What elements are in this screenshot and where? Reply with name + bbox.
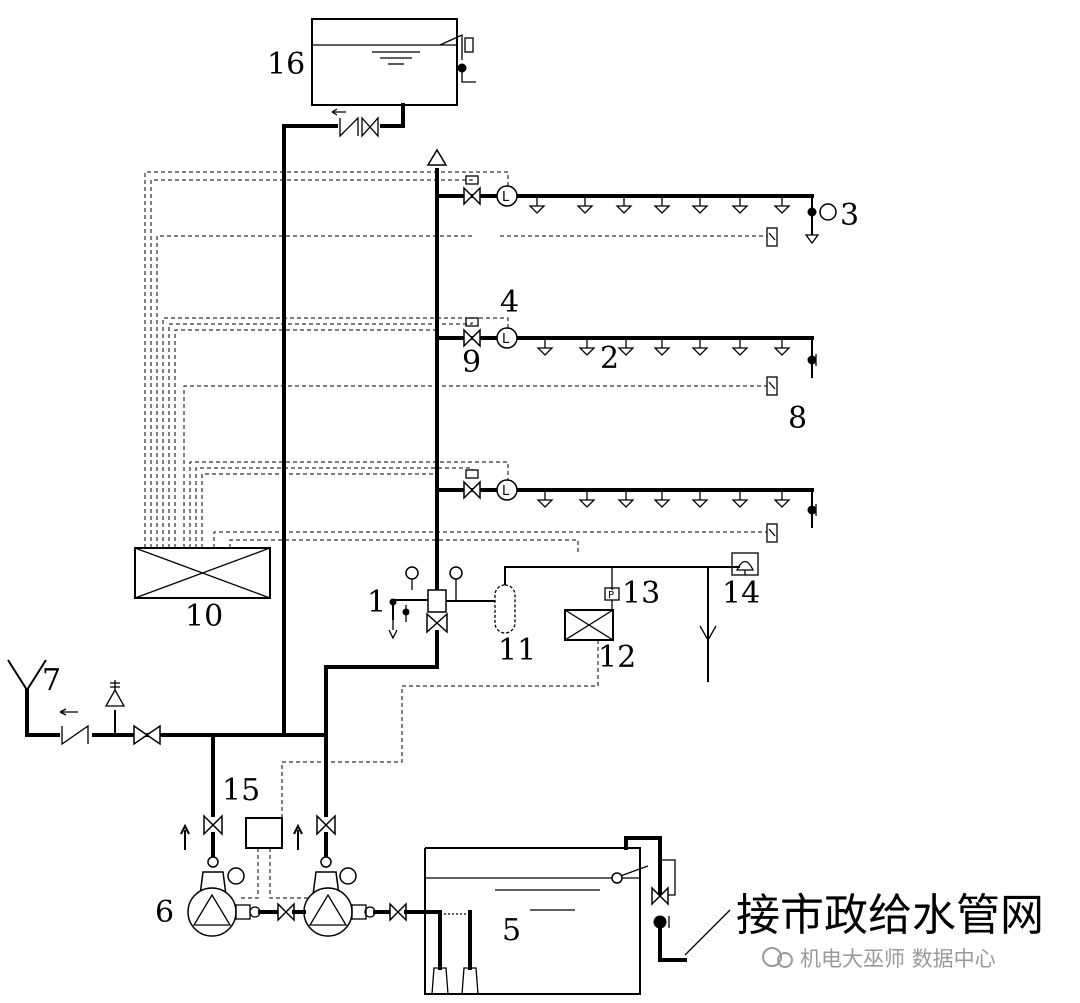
roof-water-tank	[311, 18, 476, 106]
drain-funnel-icon	[699, 625, 717, 642]
branch-floor-top: L	[435, 175, 837, 245]
svg-text:L: L	[502, 190, 510, 205]
check-valve-icon	[61, 724, 89, 746]
alarm-valve-group	[388, 566, 495, 642]
branch-floor-bottom: L	[435, 469, 817, 528]
sprinkler-heads-middle	[536, 338, 791, 356]
svg-text:L: L	[502, 332, 510, 347]
label-12: 12	[598, 640, 636, 675]
main-riser	[324, 148, 448, 737]
signal-wiring	[144, 171, 767, 555]
label-2: 2	[600, 341, 619, 376]
exhaust-valve-icon	[426, 148, 448, 166]
flow-switch-icon: L	[496, 327, 518, 349]
svg-text:L: L	[502, 484, 510, 499]
label-13: 13	[622, 576, 660, 611]
pressure-switch: P	[604, 587, 620, 610]
label-3: 3	[840, 198, 859, 233]
flow-switch-icon: L	[496, 185, 518, 207]
detector-icon	[766, 227, 778, 247]
label-5: 5	[502, 913, 521, 948]
drain-funnel-icon	[388, 629, 398, 640]
flow-arrow-icon	[293, 823, 303, 850]
foot-valve-icon	[431, 967, 449, 995]
foot-valve-icon	[461, 967, 479, 995]
signal-line-to-pump-control	[281, 640, 599, 845]
relief-valve-icon	[104, 688, 126, 707]
pump-right	[292, 733, 442, 937]
label-6: 6	[155, 895, 174, 930]
label-11: 11	[498, 633, 536, 668]
label-8: 8	[788, 401, 807, 436]
gate-valve-icon	[133, 724, 161, 746]
label-7: 7	[42, 663, 61, 698]
test-valve-icon	[807, 355, 817, 365]
label-4: 4	[500, 285, 519, 320]
tank-number-label: 16	[267, 47, 305, 82]
sprinkler-heads-top	[528, 196, 791, 214]
drain-icon	[804, 234, 820, 245]
alarm-line	[504, 566, 740, 682]
pump-header	[7, 659, 328, 746]
test-valve-icon	[807, 207, 817, 217]
gate-valve-icon	[203, 814, 223, 836]
pump-control-box	[245, 817, 283, 849]
label-15: 15	[222, 773, 260, 808]
gate-valve-icon	[316, 814, 336, 836]
svg-text:机电大巫师 数据中心: 机电大巫师 数据中心	[800, 947, 996, 971]
fire-water-pool	[424, 836, 687, 995]
pressure-gauge-icon	[819, 203, 837, 221]
pressure-gauge-icon	[227, 867, 245, 885]
retard-chamber	[494, 584, 516, 634]
label-16: 16	[267, 47, 305, 82]
gate-valve-icon	[426, 612, 448, 634]
label-10: 10	[185, 599, 223, 634]
pressure-gauge-icon	[405, 566, 419, 580]
label-1: 1	[367, 585, 386, 620]
tank-outlet-pipe	[282, 103, 405, 737]
pressure-switch-box	[564, 609, 614, 641]
flow-arrow-icon	[180, 823, 190, 850]
test-valve-icon	[807, 505, 817, 515]
branch-floor-middle: L	[435, 317, 817, 378]
municipal-supply-label: 接市政给水管网	[736, 890, 1044, 941]
alarm-bell	[731, 552, 759, 576]
watermark: 机电大巫师 数据中心	[762, 947, 996, 971]
detector-icon	[766, 523, 778, 543]
pressure-gauge-icon	[449, 566, 463, 580]
label-9: 9	[462, 345, 481, 380]
pump-left	[180, 733, 295, 937]
label-14: 14	[722, 576, 760, 611]
pressure-gauge-icon	[339, 867, 357, 885]
hydrant-connector-icon	[7, 659, 47, 692]
signal-valve-icon	[463, 469, 481, 500]
svg-text:P: P	[608, 590, 614, 601]
sprinkler-heads-bottom	[536, 490, 791, 508]
fire-control-panel	[134, 547, 271, 599]
flow-switch-icon: L	[496, 479, 518, 501]
